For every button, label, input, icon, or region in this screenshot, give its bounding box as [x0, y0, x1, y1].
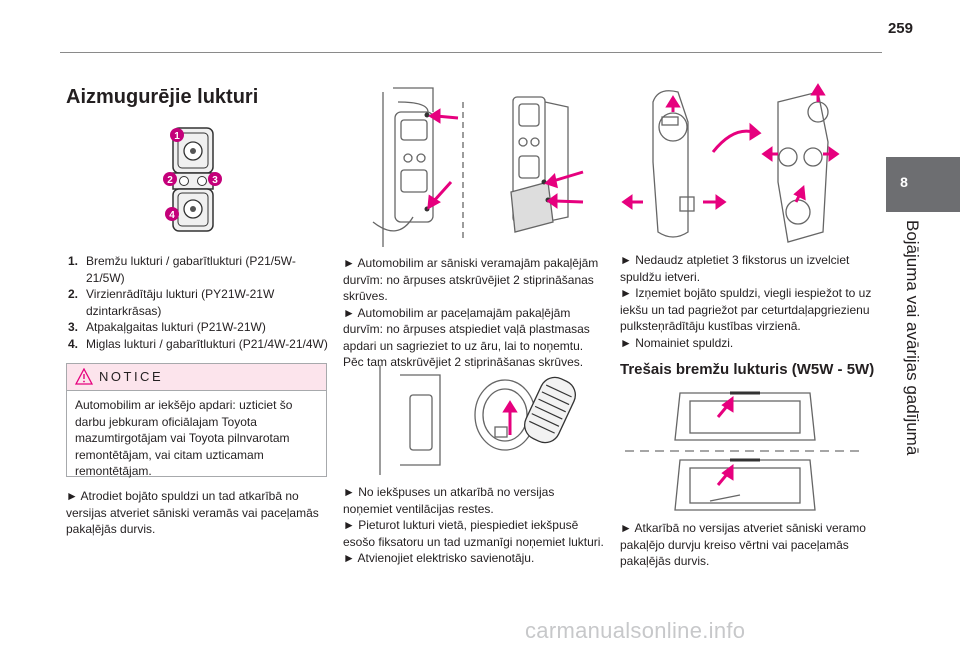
callout-4: 4 [165, 207, 179, 221]
notice-heading: NOTICE [99, 369, 164, 384]
list-item: 4.Miglas lukturi / gabarītlukturi (P21/4… [68, 336, 328, 351]
lamp-removal-figure-screws [372, 87, 584, 247]
instruction-open-rear-door: ► Atkarībā no versijas atveriet sāniski … [620, 521, 866, 568]
callout-2: 2 [163, 172, 177, 186]
chapter-number: 8 [900, 174, 908, 190]
watermark: carmanualsonline.info [525, 618, 746, 643]
third-brake-lamp-figure [625, 391, 865, 511]
svg-text:4: 4 [169, 210, 175, 221]
rear-lamp-diagram: 1 2 3 4 [163, 127, 222, 232]
page-number: 259 [887, 20, 913, 37]
instruction-open-door: ► Atrodiet bojāto spuldzi un tad atkarīb… [66, 489, 319, 536]
vent-grille-figure [379, 365, 576, 475]
list-item: 2.Virzienrādītāju lukturi (PY21W-21W dzi… [68, 287, 275, 318]
list-item: 1.Bremžu lukturi / gabarītlukturi (P21/5… [68, 254, 296, 285]
section-title-rear-lamps: Aizmugurējie lukturi [66, 86, 259, 108]
instruction-remove-lamp: ► No iekšpuses un atkarībā no versijas n… [343, 485, 604, 565]
bulb-holder-figure [621, 83, 840, 243]
chapter-label: Bojājuma vai avārijas gadījumā [903, 220, 922, 456]
svg-text:2: 2 [167, 175, 173, 186]
callout-1: 1 [170, 128, 184, 142]
notice-text: Automobilim ar iekšējo apdari: uzticiet … [75, 398, 293, 478]
vent-grille [524, 376, 576, 444]
header-rule [60, 52, 882, 53]
notice-box: NOTICE Automobilim ar iekšējo apdari: uz… [66, 363, 327, 478]
notice-header: NOTICE [67, 364, 326, 391]
instruction-remove-screws: ► Automobilim ar sāniski veramajām pakaļ… [343, 256, 599, 369]
svg-text:3: 3 [212, 175, 218, 186]
bulb-list: 1.Bremžu lukturi / gabarītlukturi (P21/5… [68, 253, 330, 352]
callout-3: 3 [208, 172, 222, 186]
list-item: 3.Atpakaļgaitas lukturi (P21W-21W) [68, 320, 266, 334]
chapter-tab[interactable] [886, 157, 960, 212]
section-title-third-brake-lamp: Trešais bremžu lukturis (W5W - 5W) [620, 361, 875, 378]
instruction-replace-bulb: ► Nedaudz atpletiet 3 fikstorus un izvel… [620, 253, 872, 350]
warning-icon [75, 368, 93, 385]
svg-text:1: 1 [174, 131, 180, 142]
